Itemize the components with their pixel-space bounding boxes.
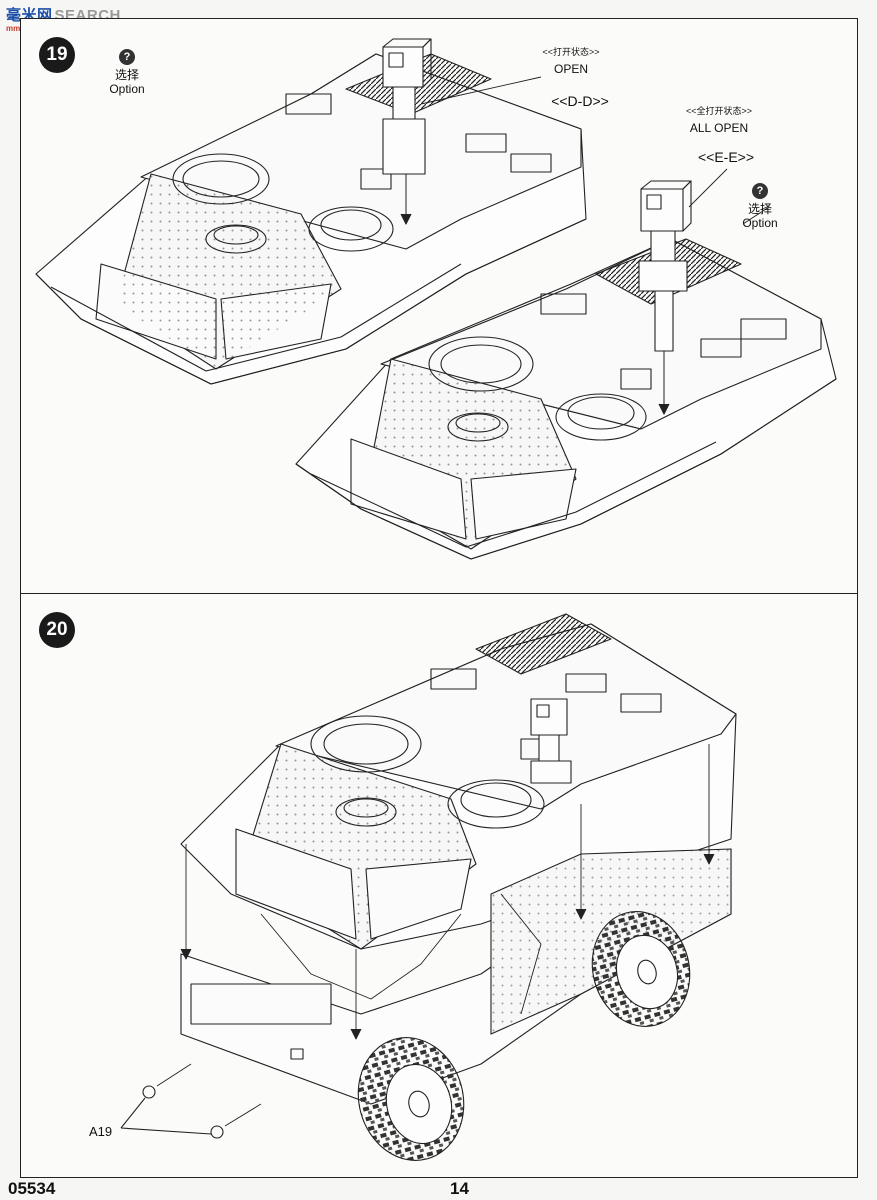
state-label-cn-open: <<打开状态>> <box>542 47 600 57</box>
rear-wheel <box>591 911 691 1027</box>
step-19-panel: 19 ? 选择 Option <<打开状态>> OPEN <<D-D>> <<全… <box>20 18 858 594</box>
step-number-badge: 19 <box>39 37 75 73</box>
option-marker-view-b: ? 选择 Option <box>735 183 785 230</box>
hull-view-all-open <box>295 168 837 560</box>
question-icon: ? <box>119 49 135 65</box>
front-wheel <box>357 1037 465 1161</box>
callout-e-e: <<E-E>> <box>697 149 755 165</box>
step-20-illustration <box>120 613 737 1161</box>
part-a19-hooks <box>120 1063 262 1139</box>
option-label-cn: 选择 <box>114 68 139 82</box>
page-number: 14 <box>450 1179 469 1198</box>
hull-view-open <box>35 38 587 385</box>
option-label-en: Option <box>742 216 778 230</box>
state-label-all-open: ALL OPEN <box>689 121 749 135</box>
step-19-illustration <box>35 38 837 560</box>
state-label-cn-all-open: <<全打开状态>> <box>685 106 753 116</box>
option-marker: ? 选择 Option <box>105 49 149 96</box>
vehicle-assembly <box>120 613 737 1161</box>
part-label-a19: A19 <box>89 1124 113 1139</box>
state-label-open: OPEN <box>553 62 588 76</box>
question-icon: ? <box>752 183 768 199</box>
step-number-badge: 20 <box>39 612 75 648</box>
option-label-en: Option <box>109 82 145 96</box>
callout-d-d: <<D-D>> <box>551 93 609 109</box>
kit-number: 05534 <box>8 1179 56 1198</box>
step-20-panel: 20 A19 <box>20 594 858 1178</box>
option-label-cn: 选择 <box>747 202 772 216</box>
